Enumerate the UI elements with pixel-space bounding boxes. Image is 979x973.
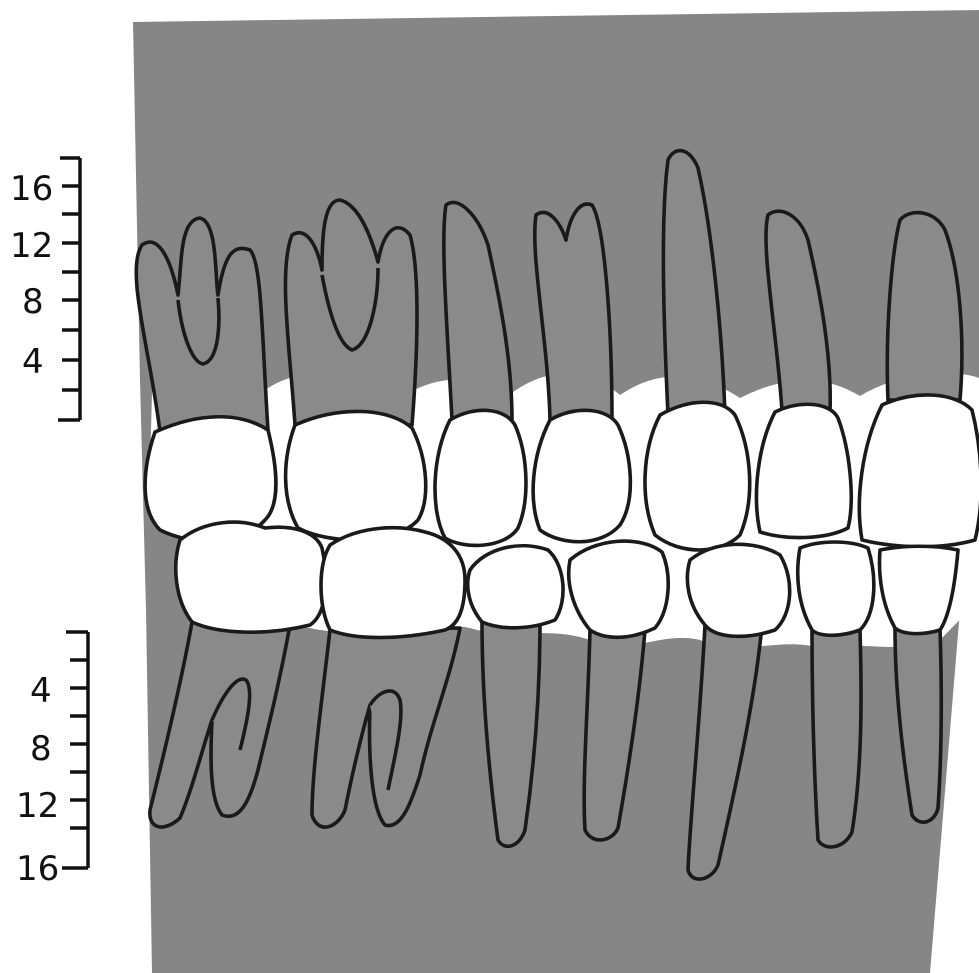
upper-molar-1 (136, 218, 276, 541)
upper-scale-label-16: 16 (10, 169, 53, 209)
upper-scale-label-4: 4 (22, 342, 44, 382)
lower-mm-scale: 4 8 12 16 (16, 632, 88, 889)
upper-scale-label-12: 12 (10, 226, 53, 266)
lower-scale-label-16: 16 (16, 849, 59, 889)
upper-scale-label-8: 8 (22, 282, 44, 322)
lower-scale-label-8: 8 (30, 729, 52, 769)
upper-molar-2 (285, 200, 425, 540)
lower-scale-label-4: 4 (30, 671, 52, 711)
lower-scale-label-12: 12 (16, 786, 59, 826)
upper-mm-scale: 16 12 8 4 (10, 158, 80, 420)
